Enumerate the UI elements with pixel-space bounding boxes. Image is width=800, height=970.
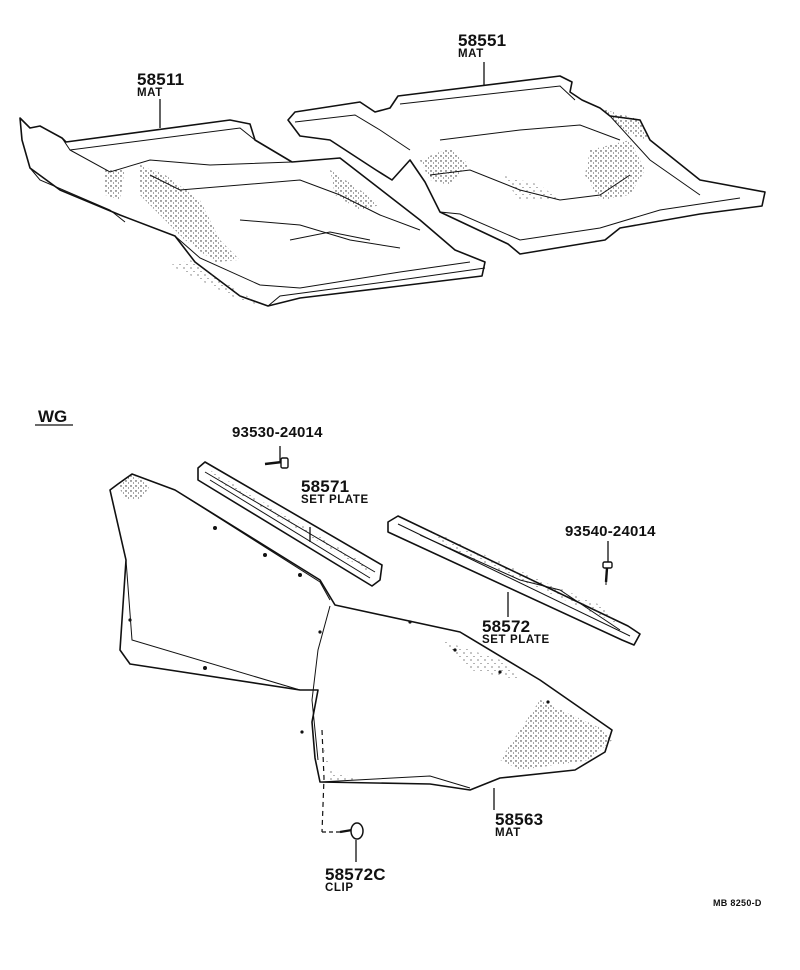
part-number-58563: 58563 bbox=[495, 810, 544, 829]
front-floor-mat bbox=[19, 117, 486, 307]
leader-lines bbox=[35, 62, 609, 862]
clip-58572c-icon bbox=[339, 822, 364, 840]
part-number-93530-24014: 93530-24014 bbox=[232, 424, 323, 441]
part-number-93540-24014: 93540-24014 bbox=[565, 523, 656, 540]
part-number-58572c: 58572C bbox=[325, 865, 386, 884]
part-desc-58572: SET PLATE bbox=[482, 634, 550, 646]
rear-floor-mat bbox=[287, 75, 766, 255]
screw-93540-24014-icon bbox=[602, 561, 613, 585]
part-number-58572: 58572 bbox=[482, 617, 531, 636]
part-number-58551: 58551 bbox=[458, 31, 507, 50]
part-desc-58511: MAT bbox=[137, 87, 163, 99]
set-plate-58571 bbox=[197, 461, 383, 587]
part-number-58571: 58571 bbox=[301, 477, 350, 496]
wagon-cargo-mat bbox=[109, 473, 613, 833]
drawing-code: MB 8250-D bbox=[713, 898, 762, 908]
set-plate-58572 bbox=[387, 515, 641, 646]
part-desc-58572c: CLIP bbox=[325, 882, 354, 894]
part-desc-58551: MAT bbox=[458, 48, 484, 60]
section-label-wg: WG bbox=[38, 407, 68, 426]
part-desc-58571: SET PLATE bbox=[301, 494, 369, 506]
part-number-58511: 58511 bbox=[137, 70, 185, 89]
screw-93530-24014-icon bbox=[264, 457, 289, 469]
part-desc-58563: MAT bbox=[495, 827, 521, 839]
